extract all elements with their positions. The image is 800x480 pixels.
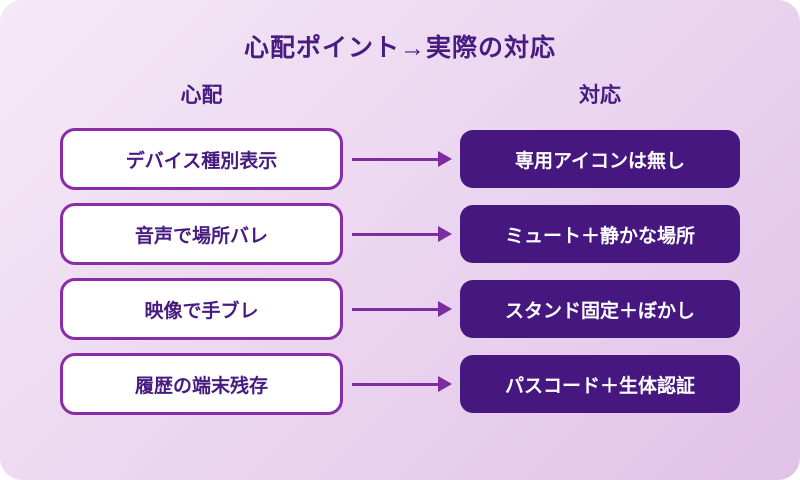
- worry-box: 履歴の端末残存: [60, 353, 343, 415]
- column-header-response: 対応: [579, 84, 621, 107]
- response-label: 専用アイコンは無し: [514, 150, 686, 172]
- worry-box: デバイス種別表示: [60, 128, 343, 190]
- mapping-row: 音声で場所バレ ミュート＋静かな場所: [60, 203, 740, 265]
- arrow-line: [351, 157, 438, 161]
- mapping-row: 履歴の端末残存 パスコード＋生体認証: [60, 353, 740, 415]
- arrow-right-icon: [343, 376, 460, 392]
- worry-box: 音声で場所バレ: [60, 203, 343, 265]
- arrow-head: [437, 301, 452, 317]
- response-label: スタンド固定＋ぼかし: [504, 300, 695, 322]
- response-label: パスコード＋生体認証: [504, 375, 695, 397]
- arrow-line: [351, 307, 438, 311]
- worry-box: 映像で手ブレ: [60, 278, 343, 340]
- response-box: ミュート＋静かな場所: [460, 205, 740, 263]
- mapping-row: 映像で手ブレ スタンド固定＋ぼかし: [60, 278, 740, 340]
- arrow-right-icon: [343, 226, 460, 242]
- arrow-line: [351, 232, 438, 236]
- page-title: 心配ポイント→実際の対応: [243, 34, 556, 62]
- response-label: ミュート＋静かな場所: [504, 225, 695, 247]
- arrow-head: [437, 376, 452, 392]
- column-header-worry: 心配: [180, 84, 223, 107]
- worry-label: 履歴の端末残存: [134, 375, 268, 397]
- response-box: 専用アイコンは無し: [460, 130, 740, 188]
- arrow-line: [351, 382, 438, 386]
- response-box: パスコード＋生体認証: [460, 355, 740, 413]
- mapping-row: デバイス種別表示 専用アイコンは無し: [60, 128, 740, 190]
- arrow-right-icon: [343, 151, 460, 167]
- worry-label: 映像で手ブレ: [144, 300, 259, 322]
- response-box: スタンド固定＋ぼかし: [460, 280, 740, 338]
- worry-label: デバイス種別表示: [125, 150, 278, 172]
- arrow-head: [437, 226, 452, 242]
- mapping-rows: デバイス種別表示 専用アイコンは無し 音声で場所バレ ミュート＋静かな場所 映像…: [60, 128, 740, 428]
- worry-label: 音声で場所バレ: [134, 225, 268, 247]
- arrow-head: [437, 151, 452, 167]
- arrow-right-icon: [343, 301, 460, 317]
